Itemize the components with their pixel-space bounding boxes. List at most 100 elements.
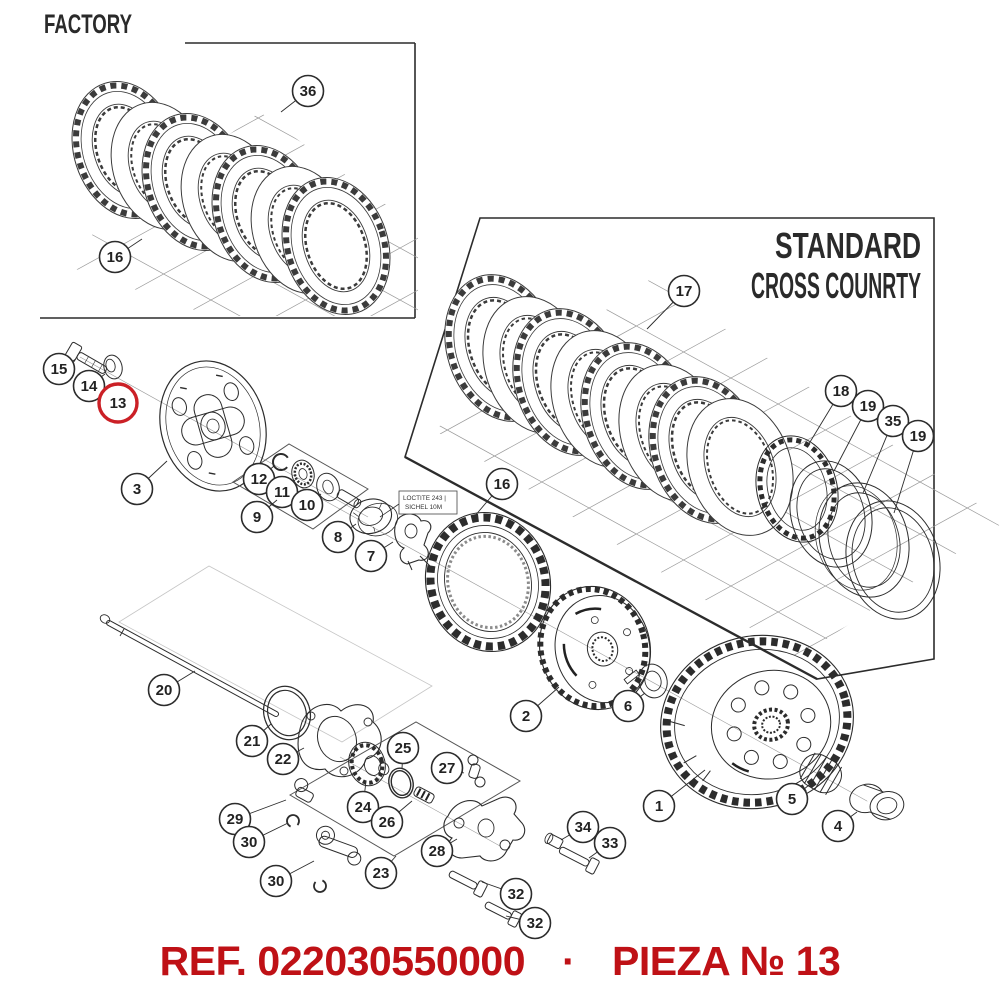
slave-cylinder-body-28 xyxy=(443,796,526,862)
callout-circle xyxy=(346,790,380,824)
support-bearing-8 xyxy=(349,498,399,537)
e-clip-30a xyxy=(286,814,300,828)
inner-parts-group-box xyxy=(232,443,369,530)
callout-9: 9 xyxy=(240,499,278,534)
callout-number: 8 xyxy=(334,529,342,546)
highlighted-callout-circle xyxy=(97,382,139,424)
callout-14: 14 xyxy=(72,369,106,403)
callout-circle xyxy=(42,352,76,386)
callout-2: 2 xyxy=(509,686,560,733)
callout-number: 20 xyxy=(156,682,173,699)
callout-circle xyxy=(291,74,325,108)
callout-number: 14 xyxy=(81,378,98,395)
callout-16: 16 xyxy=(473,467,519,518)
callout-circle xyxy=(232,825,266,859)
callout-number: 3 xyxy=(133,481,141,498)
callout-number: 11 xyxy=(274,484,290,501)
callout-8: 8 xyxy=(321,520,357,554)
bearing-11 xyxy=(291,459,315,489)
steel-ring-19 xyxy=(789,460,873,568)
callout-circle xyxy=(876,404,910,438)
callout-25: 25 xyxy=(386,731,420,770)
callout-circle xyxy=(290,488,324,522)
lever-arm-30 xyxy=(315,825,362,866)
footer-separator: · xyxy=(561,938,576,984)
standard-box-frame xyxy=(404,217,935,681)
callout-11: 11 xyxy=(265,475,299,509)
callout-number: 15 xyxy=(51,361,68,378)
callout-number: 23 xyxy=(373,865,390,882)
callout-number: 16 xyxy=(107,249,124,266)
callout-circle xyxy=(821,809,855,843)
callout-24: 24 xyxy=(346,780,380,824)
bushing xyxy=(849,783,905,821)
callout-number: 13 xyxy=(110,395,127,412)
callout-number: 19 xyxy=(860,398,877,415)
callout-29: 29 xyxy=(218,799,287,836)
callout-10: 10 xyxy=(290,488,324,522)
callout-number: 6 xyxy=(624,698,632,715)
spindle-10 xyxy=(316,472,362,509)
callout-circle xyxy=(566,810,600,844)
callout-15: 15 xyxy=(42,352,77,386)
callout-number: 18 xyxy=(833,383,850,400)
callout-18: 18 xyxy=(806,374,858,448)
callout-circle xyxy=(98,240,132,274)
callout-circle xyxy=(266,742,300,776)
callout-number: 32 xyxy=(527,915,544,932)
callout-17: 17 xyxy=(646,274,701,330)
pressure-plate xyxy=(159,360,267,492)
callout-19: 19 xyxy=(893,419,935,514)
callout-20: 20 xyxy=(147,670,196,707)
callout-circle xyxy=(370,805,404,839)
circlip xyxy=(272,453,290,471)
pin-29 xyxy=(294,778,314,803)
callout-number: 33 xyxy=(602,835,619,852)
standard-title-line2: CROSS COUNRTY xyxy=(751,265,921,306)
callout-circle xyxy=(518,906,552,940)
callout-circle xyxy=(851,389,885,423)
callout-circle xyxy=(642,789,676,823)
gasket-22 xyxy=(297,703,382,778)
callout-number: 29 xyxy=(227,811,244,828)
callout-35: 35 xyxy=(862,404,910,494)
release-bracket-7 xyxy=(394,513,432,571)
standard-disc-stack xyxy=(444,274,794,536)
callout-number: 22 xyxy=(275,751,292,768)
callout-number: 21 xyxy=(244,733,261,750)
factory-disc-stack xyxy=(71,81,391,315)
callout-circle xyxy=(235,724,269,758)
callout-number: 35 xyxy=(885,413,902,430)
lining-disc-18 xyxy=(755,435,839,543)
callout-circle xyxy=(593,826,627,860)
factory-title: FACTORY xyxy=(44,9,132,39)
callout-number: 28 xyxy=(429,843,446,860)
piston-spring-26 xyxy=(413,786,435,804)
callout-6: 6 xyxy=(611,689,646,723)
callout-number: 16 xyxy=(494,476,511,493)
outer-ring-19 xyxy=(845,500,941,620)
band-ring-35 xyxy=(814,482,910,598)
callout-33: 33 xyxy=(588,826,627,860)
callout-16: 16 xyxy=(98,238,143,274)
footer-reference: REF. 022030550000 · PIEZA № 13 xyxy=(0,938,1000,985)
loctite-line2: SICHEL 10M xyxy=(405,504,442,511)
callout-19: 19 xyxy=(833,389,885,472)
callout-number: 32 xyxy=(508,886,525,903)
needle-bearing xyxy=(799,752,843,795)
callout-26: 26 xyxy=(370,800,413,839)
callout-circle xyxy=(420,834,454,868)
callout-28: 28 xyxy=(420,834,458,868)
callout-circle xyxy=(147,673,181,707)
callout-number: 26 xyxy=(379,814,396,831)
callout-circle xyxy=(485,467,519,501)
callout-circle xyxy=(824,374,858,408)
callout-34: 34 xyxy=(560,810,600,844)
callout-4: 4 xyxy=(821,809,858,843)
callout-3: 3 xyxy=(120,460,168,506)
standard-title-line1: STANDARD xyxy=(775,225,921,266)
bolt-32a xyxy=(448,870,488,898)
plug-screw-34 xyxy=(544,832,564,849)
